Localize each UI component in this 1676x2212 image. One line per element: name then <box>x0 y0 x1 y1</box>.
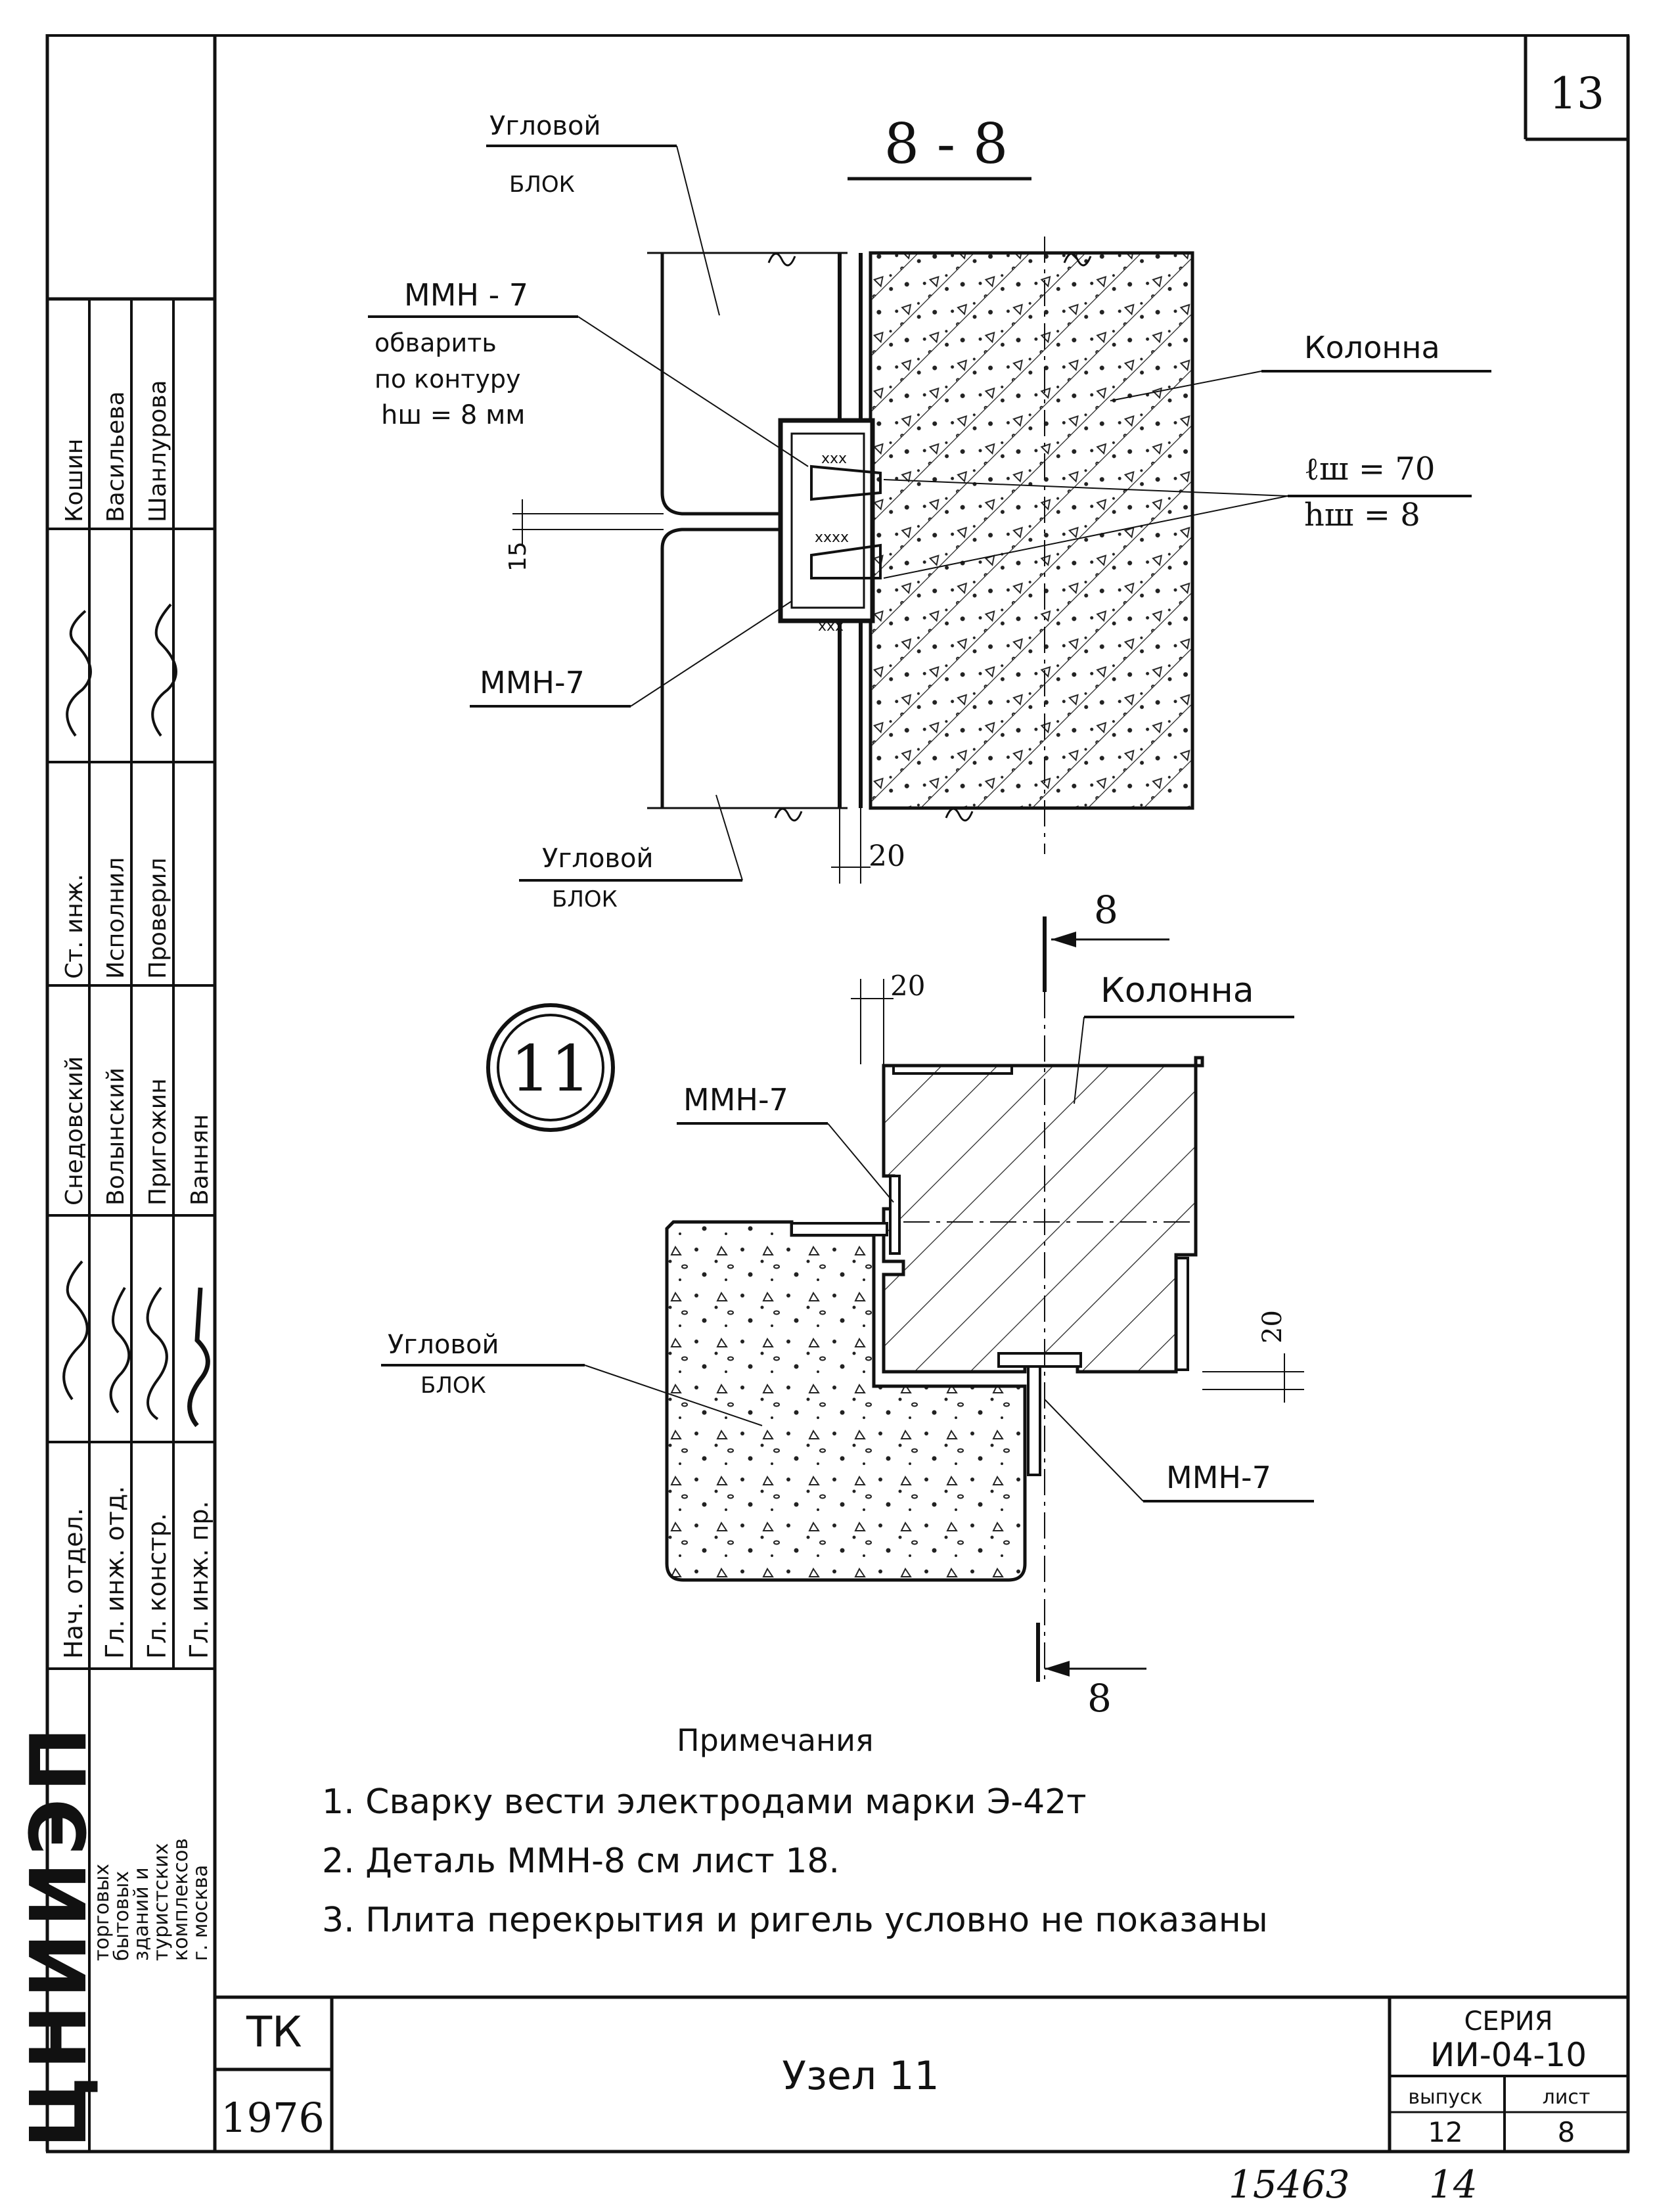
tb-issue: 12 <box>1428 2116 1462 2148</box>
label-mmn-lower: ММН-7 <box>480 665 585 700</box>
note-1: 1. Сварку вести электродами марки Э-42т <box>322 1782 1087 1822</box>
tb-series-label: СЕРИЯ <box>1464 2006 1552 2037</box>
name-upper-1: Снедовский <box>61 1056 88 1206</box>
sheet-number-box: 13 <box>1524 35 1628 141</box>
note-3: 3. Плита перекрытия и ригель условно не … <box>322 1901 1268 1940</box>
name-lower-2: Васильева <box>102 391 129 522</box>
label-block-bottom-1: Угловой <box>542 844 653 874</box>
title-block: ТК 1976 Узел 11 СЕРИЯ ИИ-04-10 выпуск 12… <box>215 1995 1628 2152</box>
node-number: 11 <box>510 1032 591 1106</box>
label-block-plan-1: Угловой <box>388 1330 499 1360</box>
weld-dim-length: ℓш = 70 <box>1304 451 1435 487</box>
tb-year: 1976 <box>221 2094 325 2142</box>
signature-3 <box>146 1286 168 1420</box>
tb-sheet-label: лист <box>1543 2086 1591 2109</box>
role-1: Нач. отдел. <box>59 1508 88 1659</box>
label-column: Колонна <box>1304 330 1440 365</box>
org-text-5: комплексов <box>170 1838 193 1961</box>
section-title: 8 - 8 <box>884 112 1008 176</box>
dim-20-top: 20 <box>890 970 925 1002</box>
role-2: Гл. инж. отд. <box>101 1486 129 1659</box>
cut-mark-top: 8 <box>1094 888 1118 932</box>
signature-1 <box>62 1260 89 1401</box>
label-block-top-2: БЛОК <box>509 171 575 198</box>
role-4: Гл. инж. пр. <box>185 1501 214 1659</box>
label-mmn-right: ММН-7 <box>1166 1460 1271 1495</box>
column-plan <box>882 1056 1204 1374</box>
tb-sheet: 8 <box>1558 2116 1575 2148</box>
signature-5 <box>66 610 92 737</box>
org-text-3: зданий и <box>130 1867 153 1961</box>
sheet-frame <box>45 34 1630 2154</box>
dim-20: 20 <box>869 840 905 873</box>
name-upper-4: Ваннян <box>187 1114 214 1206</box>
svg-text:xxx: xxx <box>818 618 844 635</box>
org-text-1: торговых <box>91 1864 114 1961</box>
dim-20-right: 20 <box>1257 1310 1288 1343</box>
signature-4 <box>187 1287 210 1428</box>
tb-tk: ТК <box>246 2008 302 2057</box>
label-block-plan-2: БЛОК <box>420 1372 486 1399</box>
footer-page: 14 <box>1429 2162 1478 2207</box>
org-text-4: туристских <box>150 1843 173 1961</box>
weld-dim-height: hш = 8 <box>1304 497 1420 533</box>
corner-block-top <box>660 253 842 516</box>
weld-note-4: hш = 8 мм <box>381 400 525 430</box>
signature-6 <box>151 603 177 737</box>
weld-plate <box>778 418 875 623</box>
svg-text:xxxx: xxxx <box>815 530 849 546</box>
role2-2: Исполнил <box>102 857 129 979</box>
dim-15: 15 <box>505 541 532 572</box>
weld-note-2: обварить <box>374 328 497 357</box>
section-8-8: 8 - 8 xxx xxxx xxx Угловой БЛОК ММН - 7 … <box>368 111 1491 913</box>
label-block-top-1: Угловой <box>489 111 600 141</box>
svg-text:xxx: xxx <box>821 451 847 467</box>
role-3: Гл. констр. <box>143 1513 171 1659</box>
role2-3: Проверил <box>145 857 171 979</box>
name-upper-2: Волынский <box>102 1068 129 1206</box>
note-2: 2. Деталь ММН-8 см лист 18. <box>322 1841 840 1881</box>
corner-block-plan <box>665 1220 1027 1582</box>
tb-title: Узел 11 <box>782 2053 939 2099</box>
notes: Примечания 1. Сварку вести электродами м… <box>322 1723 1268 1940</box>
name-lower-3: Шанлурова <box>145 380 171 522</box>
weld-note-1: ММН - 7 <box>404 277 528 313</box>
label-mmn-left: ММН-7 <box>683 1082 788 1117</box>
cut-mark-bottom: 8 <box>1087 1676 1112 1721</box>
role2-1: Ст. инж. <box>61 874 88 979</box>
name-upper-3: Пригожин <box>145 1078 171 1206</box>
name-lower-1: Кошин <box>61 439 88 522</box>
notes-title: Примечания <box>677 1723 874 1758</box>
org-text-2: бытовых <box>110 1871 133 1961</box>
signature-2 <box>109 1286 131 1414</box>
org-text-6: г. москва <box>189 1865 212 1962</box>
tb-issue-label: выпуск <box>1408 2086 1482 2109</box>
plan-node-11: 8 11 Колонна ММН-7 Угловой БЛОК ММН-7 <box>381 888 1314 1721</box>
label-column-plan: Колонна <box>1100 971 1254 1010</box>
org-logo: ЦНИИЭП <box>13 1721 104 2148</box>
footer-inventory: 15463 <box>1229 2162 1350 2207</box>
corner-block-bottom <box>660 528 842 808</box>
weld-note-3: по контуру <box>374 365 520 394</box>
footer: 15463 14 <box>1229 2162 1478 2207</box>
sidebar-stamp: ЦНИИЭП торговых бытовых зданий и туристс… <box>13 297 215 2152</box>
sheet-number: 13 <box>1549 68 1604 119</box>
column-section <box>869 251 1194 810</box>
label-block-bottom-2: БЛОК <box>552 886 618 913</box>
tb-series: ИИ-04-10 <box>1430 2036 1587 2074</box>
